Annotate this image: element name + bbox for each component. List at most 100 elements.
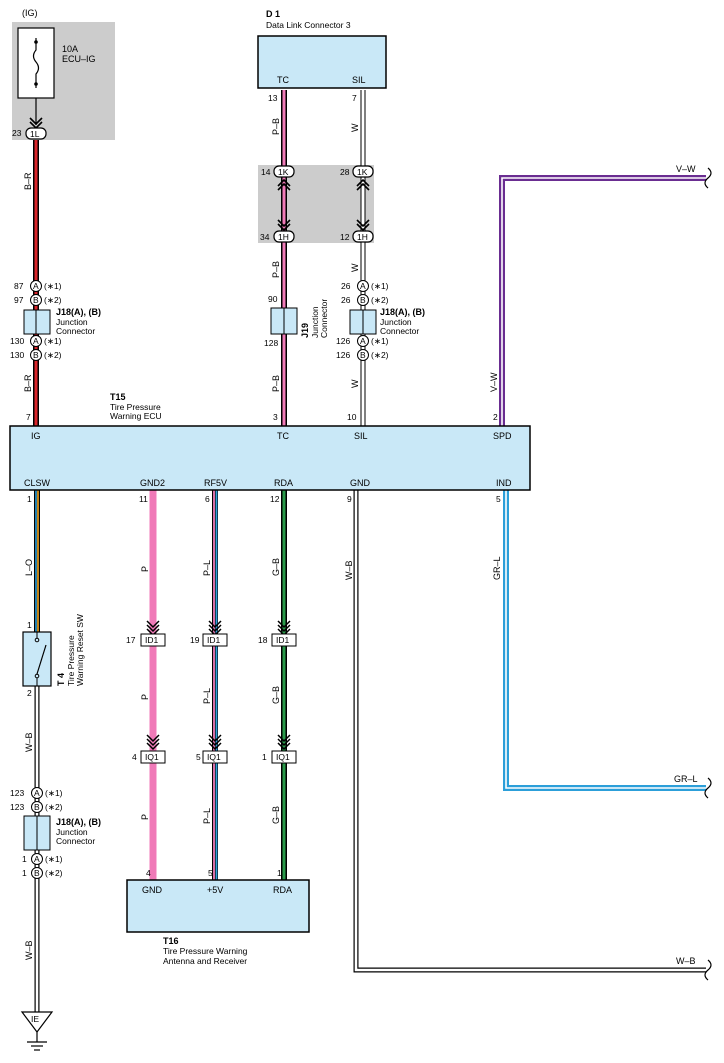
svg-text:123: 123 <box>10 788 24 798</box>
svg-text:A: A <box>33 281 39 291</box>
j18-bottom: 123 A (∗1) 123 B (∗2) J18(A), (B) Juncti… <box>10 787 101 879</box>
svg-text:14: 14 <box>261 167 271 177</box>
svg-text:B: B <box>34 868 40 878</box>
wire-label-wb1: W–B <box>344 560 354 580</box>
svg-text:90: 90 <box>268 294 278 304</box>
svg-text:Junction: Junction <box>56 317 88 327</box>
wire-label-grl2: GR–L <box>674 774 698 784</box>
t15-pin-clsw: 1 <box>27 494 32 504</box>
svg-text:A: A <box>34 788 40 798</box>
svg-text:B: B <box>360 295 366 305</box>
wire-label-br1: B–R <box>23 172 33 190</box>
wire-break-marks <box>704 167 712 981</box>
wire-pl <box>212 490 218 880</box>
t16-receiver-box <box>126 879 310 933</box>
d1-name: Data Link Connector 3 <box>266 20 351 30</box>
svg-text:A: A <box>360 336 366 346</box>
svg-text:1K: 1K <box>278 167 289 177</box>
wire-label-p1: P <box>140 566 150 572</box>
t15-ecu-box <box>9 425 531 491</box>
fuse-rating: 10A <box>62 44 78 54</box>
wire-label-pl2: P–L <box>202 688 212 704</box>
svg-text:5: 5 <box>196 752 201 762</box>
t15-clsw: CLSW <box>24 478 51 488</box>
t15-pin-ind: 5 <box>496 494 501 504</box>
svg-text:J18(A), (B): J18(A), (B) <box>56 307 101 317</box>
t16-rda: RDA <box>273 885 292 895</box>
wire-label-gb2: G–B <box>271 686 281 704</box>
t15-pin-ig: 7 <box>26 412 31 422</box>
svg-text:Junction: Junction <box>56 827 88 837</box>
svg-text:ID1: ID1 <box>276 635 290 645</box>
svg-text:87: 87 <box>14 281 24 291</box>
svg-text:1: 1 <box>262 752 267 762</box>
svg-text:Junction: Junction <box>380 317 412 327</box>
j19: 90 128 J19 Junction Connector <box>264 294 329 348</box>
svg-text:126: 126 <box>336 350 350 360</box>
svg-text:130: 130 <box>10 350 24 360</box>
t15-pin-rda: 12 <box>270 494 280 504</box>
svg-text:(∗2): (∗2) <box>45 802 63 812</box>
t16-pin-rda: 1 <box>277 868 282 878</box>
d1-connector-box <box>257 35 387 89</box>
svg-text:(∗1): (∗1) <box>44 336 62 346</box>
svg-text:ID1: ID1 <box>207 635 221 645</box>
power-source-label: (IG) <box>22 8 38 18</box>
svg-text:123: 123 <box>10 802 24 812</box>
power-connector-label: 1L <box>30 129 40 139</box>
svg-text:(∗2): (∗2) <box>45 868 63 878</box>
svg-text:A: A <box>34 854 40 864</box>
wire-vw <box>499 175 706 428</box>
svg-text:T 4: T 4 <box>56 673 66 686</box>
svg-text:Connector: Connector <box>56 326 95 336</box>
wire-label-gb3: G–B <box>271 806 281 824</box>
t15-ig: IG <box>31 431 41 441</box>
svg-text:(∗2): (∗2) <box>44 295 62 305</box>
t15-id: T15 <box>110 392 126 402</box>
t15-tc: TC <box>277 431 289 441</box>
wire-label-pb3: P–B <box>271 375 281 392</box>
wire-lo <box>34 490 40 632</box>
t16-pin-gnd: 4 <box>146 868 151 878</box>
relay-shade-region <box>258 165 374 243</box>
svg-text:A: A <box>360 281 366 291</box>
svg-text:28: 28 <box>340 167 350 177</box>
ground-symbol: IE <box>20 1011 54 1051</box>
svg-text:130: 130 <box>10 336 24 346</box>
t15-ind: IND <box>496 478 512 488</box>
svg-text:B: B <box>360 350 366 360</box>
wire-label-wb4: W–B <box>676 956 696 966</box>
svg-text:ID1: ID1 <box>145 635 159 645</box>
t15-spd: SPD <box>493 431 512 441</box>
d1-tc-pin: 13 <box>268 93 278 103</box>
wire-label-wb3: W–B <box>24 940 34 960</box>
svg-text:Connector: Connector <box>319 299 329 338</box>
wire-label-w3: W <box>350 379 360 388</box>
wire-wb-gnd <box>353 490 706 973</box>
svg-text:J18(A), (B): J18(A), (B) <box>56 817 101 827</box>
relay-block-connectors: 14 1K 28 1K 34 1H 12 1H <box>260 165 374 243</box>
svg-text:26: 26 <box>341 295 351 305</box>
svg-text:Warning Reset SW: Warning Reset SW <box>75 614 85 686</box>
t16-gnd: GND <box>142 885 163 895</box>
svg-text:4: 4 <box>132 752 137 762</box>
t15-rda: RDA <box>274 478 293 488</box>
svg-text:Junction: Junction <box>310 306 320 338</box>
svg-text:(∗2): (∗2) <box>371 295 389 305</box>
svg-text:2: 2 <box>27 688 32 698</box>
t15-gnd2: GND2 <box>140 478 165 488</box>
t15-pin-tc: 3 <box>273 412 278 422</box>
svg-text:J19: J19 <box>300 323 310 338</box>
wire-label-vw2: V–W <box>489 372 499 392</box>
t15-pin-gnd2: 11 <box>139 494 148 504</box>
t15-pin-sil: 10 <box>347 412 357 422</box>
svg-text:IQ1: IQ1 <box>145 752 159 762</box>
wire-label-w1: W <box>350 123 360 132</box>
t16-v5: +5V <box>207 885 223 895</box>
wire-label-vw1: V–W <box>676 164 696 174</box>
svg-text:(∗1): (∗1) <box>45 854 63 864</box>
t16-name1: Tire Pressure Warning <box>163 946 248 956</box>
svg-text:IQ1: IQ1 <box>207 752 221 762</box>
svg-text:1K: 1K <box>357 167 368 177</box>
svg-text:(∗2): (∗2) <box>371 350 389 360</box>
